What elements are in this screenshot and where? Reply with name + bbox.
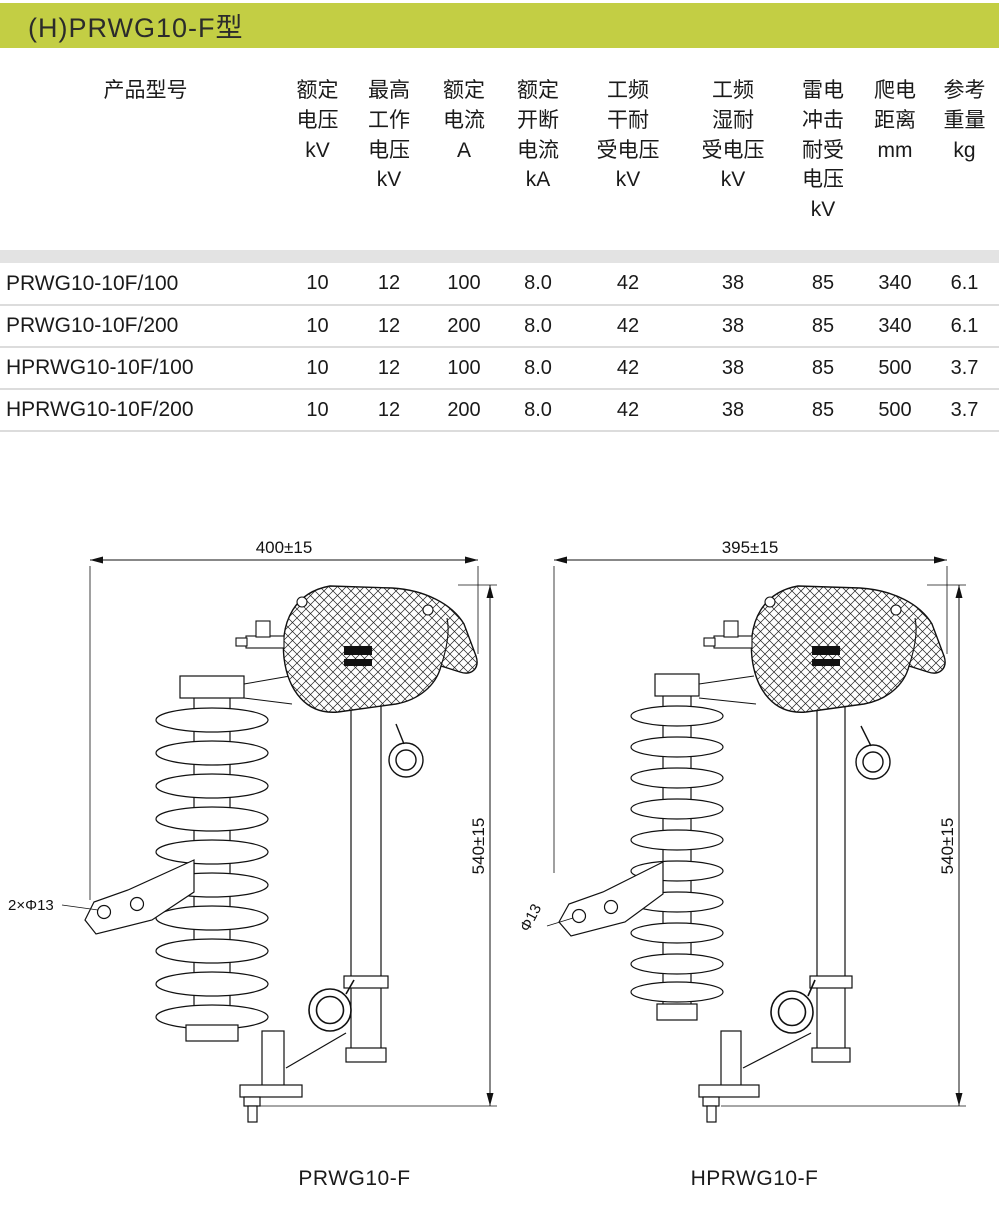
value-cell: 500 [860,389,930,432]
drawing-prwg10-f-svg: 400±15 540±15 [8,538,497,1123]
value-cell: 38 [680,347,786,390]
col-header-rated-voltage: 额定 电压 kV [296,79,339,162]
value-cell: 85 [786,263,860,306]
value-cell: 42 [576,347,680,390]
value-cell: 100 [428,347,500,390]
drawing-caption: PRWG10-F [298,1167,411,1190]
height-dimension: 540±15 [721,584,966,1107]
bracket-bolt [703,620,753,649]
height-dimension-label: 540±15 [938,818,957,875]
mounting-bracket [703,585,946,713]
mounting-arm [84,859,195,935]
col-header-wet-withstand: 工频 湿耐 受电压 kV [701,79,765,192]
col-header-rated-current: 额定 电流 A [443,79,485,162]
col-header-breaking-current: 额定 开断 电流 kA [517,79,559,192]
value-cell: 500 [860,347,930,390]
value-cell: 42 [576,389,680,432]
value-cell: 38 [680,263,786,306]
insulator [155,675,293,1042]
height-dimension-label: 540±15 [469,818,488,875]
value-cell: 12 [350,347,428,390]
model-cell: HPRWG10-10F/100 [0,347,285,390]
value-cell: 12 [350,263,428,306]
value-cell: 8.0 [500,305,576,348]
hole-label-text: 2×Φ13 [8,897,54,914]
col-header-model: 产品型号 [103,79,188,102]
table-row: HPRWG10-10F/100 10 12 100 8.0 42 38 85 5… [0,347,999,390]
lower-hinge [698,1030,812,1123]
page-title: (H)PRWG10-F型 [28,13,244,43]
table-row: PRWG10-10F/100 10 12 100 8.0 42 38 85 34… [0,263,999,306]
insulator [630,673,757,1021]
col-header-dry-withstand: 工频 干耐 受电压 kV [596,79,660,192]
header-separator-band [0,250,999,263]
mounting-arm [558,861,664,937]
value-cell: 42 [576,263,680,306]
height-dimension: 540±15 [252,584,497,1107]
value-cell: 10 [285,347,350,390]
pull-ring [308,979,355,1032]
value-cell: 6.1 [930,305,999,348]
value-cell: 12 [350,389,428,432]
drawing-caption: HPRWG10-F [690,1167,819,1190]
value-cell: 340 [860,305,930,348]
table-header-row: 产品型号 额定 电压 kV 最高 工作 电压 kV 额定 电流 A 额定 开断 … [0,74,999,250]
value-cell: 85 [786,389,860,432]
col-header-max-working-voltage: 最高 工作 电压 kV [368,79,410,192]
hole-label: 2×Φ13 [8,897,99,914]
bracket-bolt [235,620,285,649]
value-cell: 200 [428,389,500,432]
width-dimension-label: 400±15 [256,538,313,557]
drawing-prwg10-f: 400±15 540±15 [0,528,499,1191]
value-cell: 10 [285,305,350,348]
value-cell: 85 [786,305,860,348]
upper-contact-ring [388,723,424,778]
value-cell: 200 [428,305,500,348]
model-cell: PRWG10-10F/200 [0,305,285,348]
value-cell: 10 [285,389,350,432]
table-row: PRWG10-10F/200 10 12 200 8.0 42 38 85 34… [0,305,999,348]
value-cell: 100 [428,263,500,306]
upper-contact-ring [855,725,891,780]
value-cell: 340 [860,263,930,306]
value-cell: 38 [680,305,786,348]
width-dimension-label: 395±15 [722,538,779,557]
value-cell: 10 [285,263,350,306]
width-dimension: 395±15 [553,538,948,873]
table-row: HPRWG10-10F/200 10 12 200 8.0 42 38 85 5… [0,389,999,432]
value-cell: 8.0 [500,263,576,306]
model-cell: PRWG10-10F/100 [0,263,285,306]
width-dimension: 400±15 [89,538,479,900]
value-cell: 8.0 [500,389,576,432]
technical-drawings: 400±15 540±15 [0,528,999,1191]
value-cell: 85 [786,347,860,390]
col-header-weight: 参考 重量 kg [943,79,986,162]
hole-label-text: Φ13 [517,901,545,934]
value-cell: 8.0 [500,347,576,390]
spec-table: 产品型号 额定 电压 kV 最高 工作 电压 kV 额定 电流 A 额定 开断 … [0,74,999,432]
value-cell: 12 [350,305,428,348]
value-cell: 38 [680,389,786,432]
value-cell: 42 [576,305,680,348]
datasheet-page: (H)PRWG10-F型 产品型号 额定 电压 kV 最高 工作 电压 kV 额… [0,3,999,1191]
drawing-hprwg10-f: 395±15 540±15 [499,528,998,1191]
lower-hinge [239,1030,347,1123]
col-header-impulse-withstand: 雷电 冲击 耐受 电压 kV [802,79,844,222]
value-cell: 6.1 [930,263,999,306]
value-cell: 3.7 [930,389,999,432]
col-header-creepage: 爬电 距离 mm [874,79,916,162]
mounting-bracket [235,585,478,713]
model-cell: HPRWG10-10F/200 [0,389,285,432]
value-cell: 3.7 [930,347,999,390]
title-bar: (H)PRWG10-F型 [0,3,999,48]
pull-ring [770,979,816,1034]
drawing-hprwg10-f-svg: 395±15 540±15 [517,538,966,1123]
